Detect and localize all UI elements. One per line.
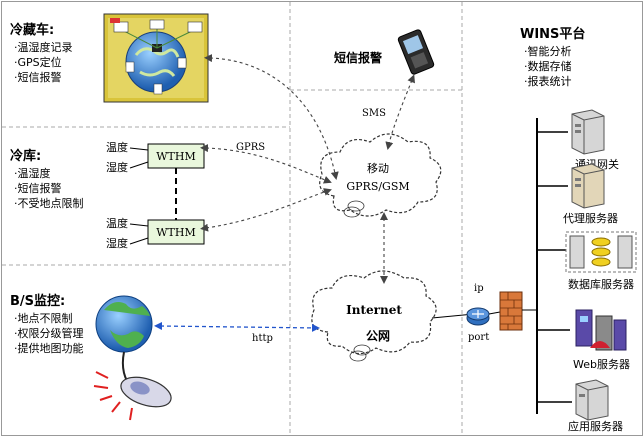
humidity-label: 湿度: [106, 160, 128, 174]
sms-alarm-phone: 短信报警: [334, 29, 435, 75]
sms-alarm-label: 短信报警: [334, 50, 382, 65]
cold-storage-item: ·温湿度: [14, 166, 51, 180]
mobile-network-cloud: 移动 GPRS/GSM: [319, 133, 442, 218]
wthm-sensor-box: [147, 219, 205, 245]
bs-monitor-section: B/S监控: ·地点不限制 ·权限分级管理 ·提供地图功能 http: [10, 293, 273, 421]
sensor-wire: [129, 161, 149, 169]
sensor-wire: [129, 223, 149, 227]
wthm-sensor-label: WTHM: [156, 226, 196, 239]
server-label: Web服务器: [573, 358, 630, 371]
http-link-label: http: [252, 333, 273, 344]
server-label: 数据库服务器: [568, 277, 634, 291]
phone-to-mobile-arrow: [385, 74, 415, 150]
temperature-label: 温度: [106, 216, 128, 230]
truck-title: 冷藏车:: [10, 22, 54, 38]
firewall-icon: [499, 291, 523, 331]
wthm-sensor-box: [147, 143, 205, 169]
wthm-sensor-label: WTHM: [156, 150, 196, 163]
truck-item: ·温湿度记录: [14, 40, 73, 54]
mobile-cloud-line1: 移动: [367, 162, 389, 175]
truck-section: 冷藏车: ·温湿度记录 ·GPS定位 ·短信报警: [10, 13, 209, 103]
cold-storage-title: 冷库:: [10, 148, 41, 164]
port-label: port: [468, 332, 489, 343]
cold-storage-item: ·不受地点限制: [14, 197, 84, 210]
browser-to-internet-arrow: [154, 322, 320, 332]
sensor-wire: [129, 237, 149, 245]
cold-storage-section: 冷库: ·温湿度 ·短信报警 ·不受地点限制 WTHM 温度 湿度 WTHM 温…: [10, 140, 265, 250]
sensor-a-to-mobile-arrow: [200, 144, 332, 184]
mobile-cloud-line2: GPRS/GSM: [346, 180, 409, 193]
section-dividers: [2, 2, 463, 435]
internet-cloud-line1: Internet: [346, 303, 402, 317]
web-server-icon: [575, 309, 627, 351]
sms-link-label: SMS: [362, 108, 386, 119]
connection-arrows: [200, 54, 415, 284]
bs-monitor-title: B/S监控:: [10, 293, 65, 309]
proxy-server-icon: [571, 163, 605, 209]
wins-item: ·报表统计: [524, 74, 572, 88]
sensor-b-to-mobile-arrow: [200, 188, 332, 232]
sensor-wire: [129, 147, 149, 151]
internet-cloud: Internet 公网: [311, 270, 437, 362]
router-icon: [466, 307, 490, 326]
truck-item: ·GPS定位: [14, 55, 62, 69]
internet-cloud-line2: 公网: [366, 329, 390, 343]
bs-monitor-item: ·地点不限制: [14, 312, 73, 325]
gateway-server-icon: [571, 109, 605, 155]
router-to-firewall-line: [488, 311, 501, 315]
bs-monitor-item: ·提供地图功能: [14, 341, 84, 355]
ip-label: ip: [474, 283, 484, 294]
humidity-label: 湿度: [106, 236, 128, 250]
bs-monitor-item: ·权限分级管理: [14, 326, 84, 340]
wins-item: ·数据存储: [524, 59, 572, 73]
temperature-label: 温度: [106, 140, 128, 154]
gprs-link-label: GPRS: [236, 142, 265, 153]
application-server-icon: [575, 379, 609, 421]
wins-item: ·智能分析: [524, 44, 572, 58]
server-label: 应用服务器: [568, 419, 623, 433]
globe-mouse-icon: [93, 295, 172, 421]
wins-platform-section: WINS平台 ·智能分析 ·数据存储 ·报表统计 通讯网关 代理服务器: [520, 26, 637, 433]
wins-title: WINS平台: [520, 26, 585, 42]
truck-item: ·短信报警: [14, 70, 62, 84]
mobile-phone-icon: [397, 29, 435, 75]
cold-storage-item: ·短信报警: [14, 181, 62, 195]
server-label: 代理服务器: [563, 212, 618, 225]
database-server-icon: [565, 231, 637, 273]
gps-map-image: [103, 13, 209, 103]
